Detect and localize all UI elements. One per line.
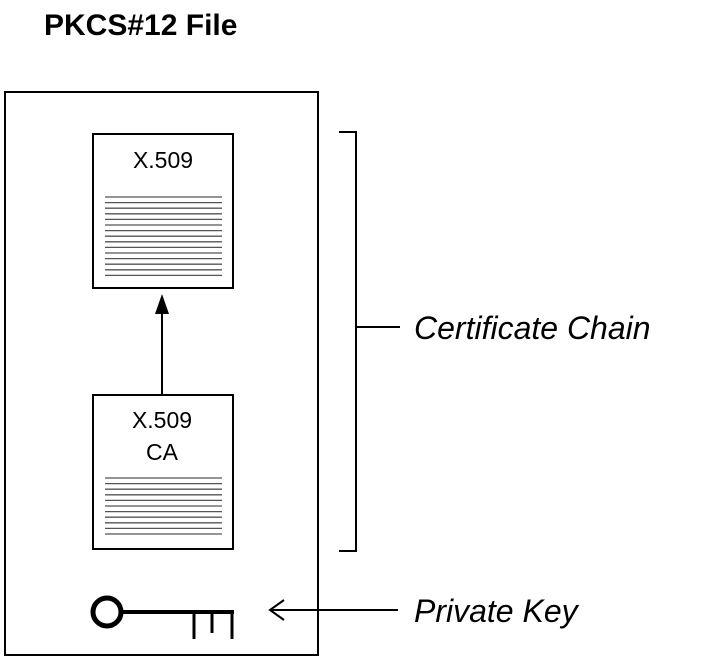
chain-arrow-head xyxy=(155,294,169,314)
x509-certificate-text-lines xyxy=(105,196,222,277)
x509-ca-certificate-text-lines xyxy=(105,477,222,535)
x509-certificate-label: X.509 xyxy=(133,147,193,173)
x509-ca-certificate: X.509 CA xyxy=(92,394,234,550)
x509-certificate-box xyxy=(92,133,234,289)
x509-ca-certificate-label: X.509 xyxy=(132,407,192,433)
private-key-label: Private Key xyxy=(414,593,580,629)
pkcs12-file-box xyxy=(4,91,319,656)
private-key-arrow xyxy=(268,599,398,621)
certificate-chain-bracket xyxy=(339,131,400,552)
x509-certificate: X.509 xyxy=(92,133,234,289)
certificate-chain-label: Certificate Chain xyxy=(414,310,651,346)
diagram-title: PKCS#12 File xyxy=(44,9,238,42)
x509-ca-certificate-sublabel: CA xyxy=(146,439,179,465)
key-icon xyxy=(90,595,234,639)
